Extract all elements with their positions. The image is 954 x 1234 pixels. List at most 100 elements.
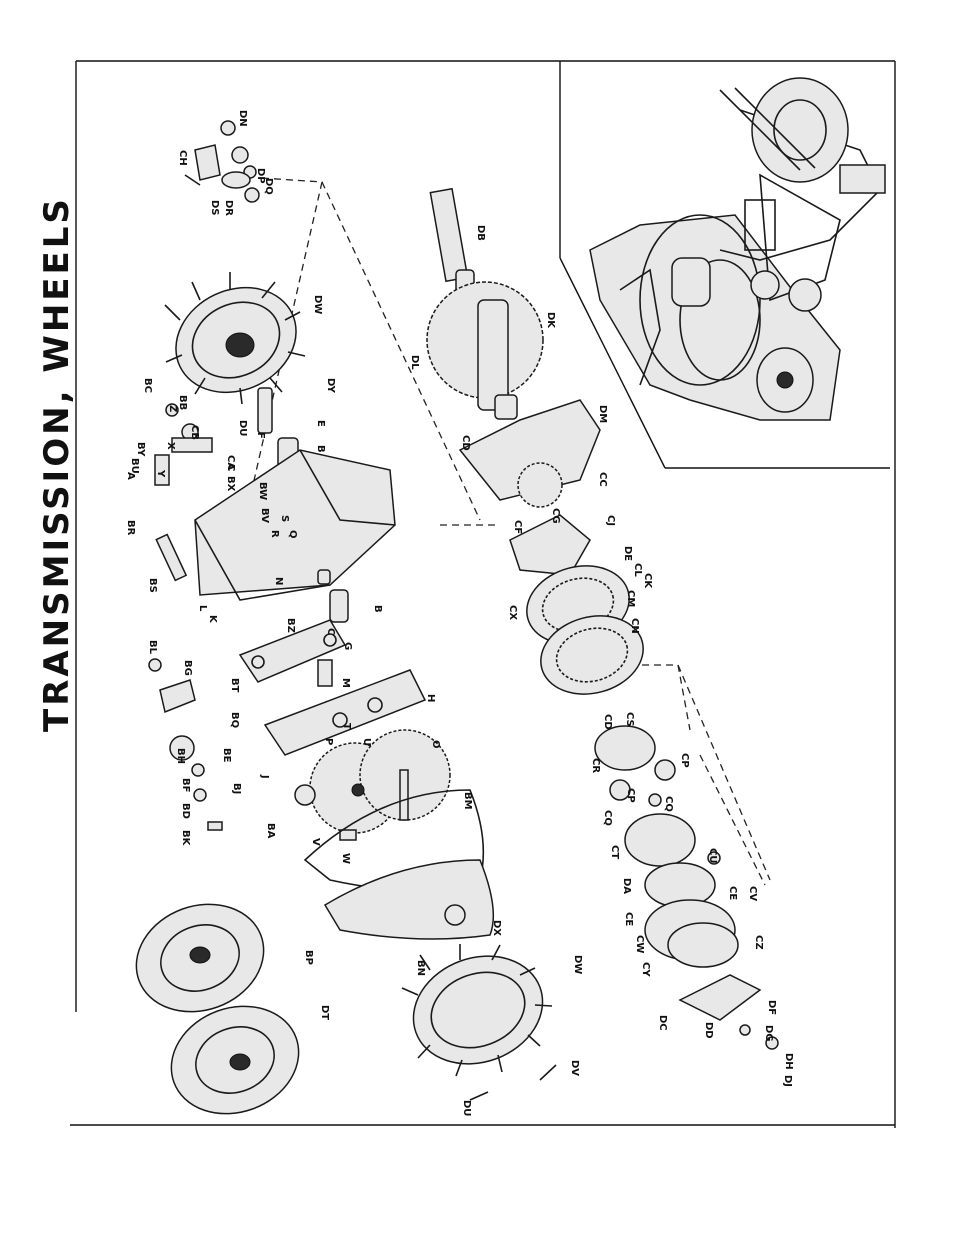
part-label: BV — [259, 508, 270, 523]
part-label: DH — [783, 1053, 794, 1070]
part-label: DL — [409, 355, 420, 370]
part-label: B — [372, 605, 383, 613]
part-label: DM — [597, 405, 608, 423]
part-label: DW — [312, 295, 323, 314]
part-label: CD — [602, 714, 613, 730]
part-label: CY — [640, 962, 651, 977]
part-label: DC — [657, 1015, 668, 1031]
part-label: F — [255, 432, 266, 439]
part-label: V — [310, 838, 321, 846]
traction-wheel-lower — [401, 944, 557, 1101]
part-label: DN — [237, 110, 248, 127]
part-label: CC — [597, 472, 608, 487]
transmission-housing — [155, 449, 396, 601]
part-label: BK — [180, 830, 191, 847]
part-label: BY — [135, 442, 146, 457]
part-label: CG — [550, 508, 561, 524]
part-label: C — [325, 628, 336, 635]
part-label: CF — [512, 520, 523, 534]
part-label: CS — [624, 712, 635, 727]
planetary-gear-set — [594, 725, 779, 1050]
differential-housing — [458, 399, 601, 576]
chain-cover — [303, 789, 495, 940]
part-label: DU — [237, 420, 248, 436]
part-label: DW — [572, 955, 583, 974]
part-label: O — [430, 740, 441, 749]
part-label: DV — [569, 1060, 580, 1076]
part-label: T — [341, 723, 352, 730]
left-hub — [148, 658, 223, 831]
part-label: DU — [461, 1100, 472, 1116]
part-label: BZ — [285, 618, 296, 633]
part-label: CA — [225, 455, 236, 470]
section-title: TRANSMISSION, WHEELS — [37, 196, 77, 732]
part-label: G — [342, 642, 353, 650]
upper-parts-cluster — [184, 120, 260, 203]
part-label: H — [425, 694, 436, 702]
part-label: DS — [209, 200, 220, 216]
part-label: DJ — [782, 1075, 793, 1087]
part-label: DB — [475, 225, 486, 241]
part-label: CV — [747, 886, 758, 901]
part-label: A — [125, 472, 136, 480]
part-label: CP — [679, 753, 690, 768]
part-label: BF — [180, 778, 191, 792]
part-label: BT — [229, 678, 240, 693]
part-label: DQ — [263, 178, 274, 195]
part-label: Z — [167, 405, 178, 412]
part-label: BC — [142, 378, 153, 393]
part-label: CU — [707, 848, 718, 863]
part-label: BQ — [229, 712, 240, 728]
part-label: BU — [129, 458, 140, 474]
part-label: X — [165, 442, 176, 450]
part-label: Y — [155, 469, 166, 478]
assembled-machine-illustration — [589, 77, 886, 421]
reduction-gears — [294, 729, 451, 841]
part-label: CB — [189, 425, 200, 440]
part-label: BA — [265, 823, 276, 839]
part-label: R — [269, 530, 280, 538]
part-label: CL — [632, 563, 643, 577]
part-label: CJ — [605, 515, 616, 526]
part-label: BR — [125, 520, 136, 536]
tires — [135, 903, 300, 1115]
part-label: S — [279, 515, 290, 522]
sprocket — [426, 281, 544, 420]
part-label: BG — [182, 660, 193, 676]
part-label: U — [361, 738, 372, 746]
part-label: DT — [319, 1005, 330, 1020]
part-label: BX — [225, 476, 236, 492]
part-label: BP — [303, 950, 314, 965]
part-label: CT — [609, 845, 620, 859]
part-label: B — [315, 445, 326, 453]
part-label: BJ — [231, 783, 242, 794]
ring-gears — [526, 565, 644, 695]
part-label: BL — [147, 640, 158, 655]
part-label: CX — [507, 605, 518, 620]
part-label: CQ — [602, 810, 613, 826]
bushings — [317, 569, 349, 623]
part-label: K — [207, 615, 218, 624]
part-label: N — [273, 577, 284, 585]
part-label: W — [340, 853, 351, 864]
gasket — [263, 669, 427, 756]
part-label: CE — [623, 912, 634, 926]
part-label: P — [323, 738, 334, 745]
part-label: DE — [622, 546, 633, 561]
part-label: C — [225, 464, 236, 471]
part-label: DR — [223, 200, 234, 216]
part-label: CH — [177, 150, 188, 166]
part-label: DK — [545, 312, 556, 329]
part-label: E — [315, 420, 326, 427]
part-label: DA — [621, 878, 632, 894]
part-label: BD — [180, 803, 191, 819]
traction-wheel-upper — [164, 272, 306, 405]
part-label: CN — [629, 618, 640, 634]
part-label: CQ — [663, 796, 674, 812]
part-label: BE — [221, 748, 232, 763]
part-label: CP — [625, 788, 636, 803]
part-label: CW — [634, 935, 645, 953]
plate — [238, 619, 347, 687]
part-label: J — [259, 774, 270, 779]
